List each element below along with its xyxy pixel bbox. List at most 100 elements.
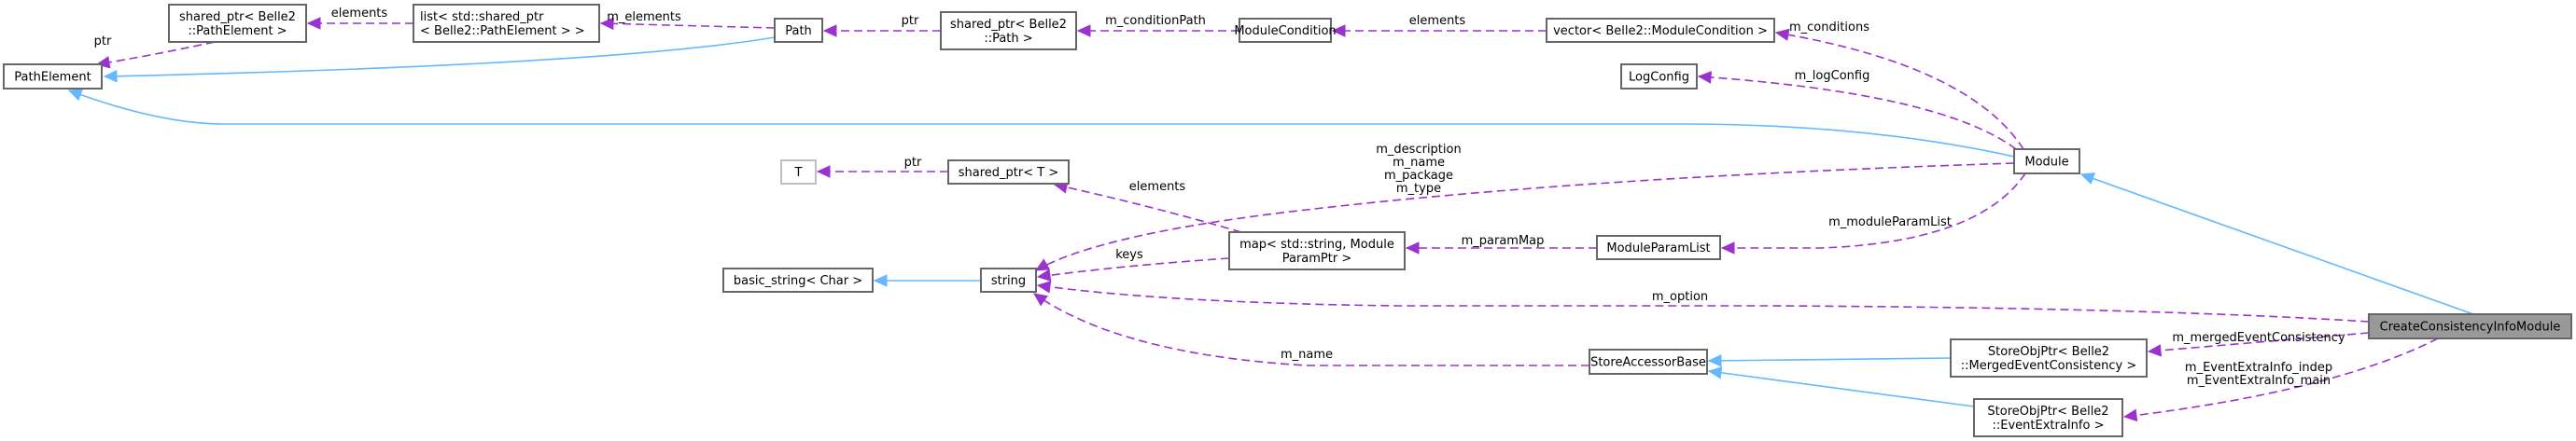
- member-line: [600, 22, 776, 29]
- member-line: [1033, 293, 1589, 366]
- class-node-vector-modulecondition[interactable]: vector< Belle2::ModuleCondition >: [1546, 18, 1775, 43]
- arrowhead-icon: [67, 89, 84, 102]
- edge-label-line: m_logConfig: [1795, 69, 1870, 83]
- edge-label-line: m_mergedEventConsistency: [2172, 331, 2345, 345]
- edge-createconsistency-to-module: [2079, 172, 2474, 315]
- class-node-basic-string[interactable]: basic_string< Char >: [722, 268, 874, 293]
- node-label: T: [794, 166, 803, 180]
- class-node-storeobjptr-merged[interactable]: StoreObjPtr< Belle2::MergedEventConsiste…: [1950, 338, 2148, 378]
- edge-label: elements: [331, 7, 388, 21]
- edge-list_pathelement-to-sp_pathelement: [306, 17, 413, 30]
- arrowhead-icon: [816, 165, 831, 178]
- class-node-t[interactable]: T: [780, 159, 817, 185]
- node-label: Path: [785, 24, 812, 38]
- class-node-storeobjptr-extra[interactable]: StoreObjPtr< Belle2::EventExtraInfo >: [1973, 398, 2123, 437]
- edge-moduleparamlist-to-map_param: [1405, 241, 1597, 255]
- node-label: ::MergedEventConsistency >: [1961, 359, 2136, 373]
- class-node-storeaccessorbase[interactable]: StoreAccessorBase: [1589, 349, 1708, 375]
- class-node-sp-pathelement[interactable]: shared_ptr< Belle2::PathElement >: [168, 4, 307, 43]
- class-node-string[interactable]: string: [980, 268, 1037, 293]
- edge-module-to-pathelement: [67, 89, 2015, 158]
- node-label: < Belle2::PathElement > >: [420, 24, 585, 38]
- arrowhead-icon: [1720, 241, 1735, 255]
- edge-sp_pathelement-to-pathelement: [95, 41, 216, 69]
- node-box: [1973, 398, 2123, 437]
- class-node-sp-t[interactable]: shared_ptr< T >: [947, 159, 1070, 185]
- edge-label: m_conditions: [1789, 21, 1869, 34]
- class-node-list-pathelement[interactable]: list< std::shared_ptr< Belle2::PathEleme…: [413, 4, 600, 43]
- member-line: [1722, 172, 2026, 249]
- arrowhead-icon: [2079, 172, 2095, 185]
- edge-label: elements: [1129, 180, 1186, 194]
- node-box: [774, 18, 823, 43]
- node-label: shared_ptr< T >: [959, 166, 1058, 180]
- inheritance-line: [1708, 357, 1952, 362]
- edge-string-to-basic_string: [873, 274, 981, 287]
- member-line: [2148, 332, 2370, 352]
- class-node-createconsistency[interactable]: CreateConsistencyInfoModule: [2368, 313, 2572, 339]
- node-box: [2013, 148, 2080, 174]
- edge-label: m_logConfig: [1795, 69, 1870, 83]
- arrowhead-icon: [103, 69, 118, 83]
- edge-module-to-moduleparamlist: [1720, 172, 2026, 255]
- inheritance-line: [1708, 370, 1975, 407]
- node-box: [1950, 338, 2148, 378]
- edge-label: m_name: [1281, 348, 1333, 362]
- node-box: [1589, 349, 1708, 375]
- node-label: shared_ptr< Belle2: [950, 18, 1067, 32]
- edge-label: m_elements: [607, 10, 681, 24]
- inheritance-line: [68, 90, 2015, 158]
- class-node-pathelement[interactable]: PathElement: [3, 63, 103, 90]
- edge-label-line: elements: [1409, 14, 1466, 28]
- edge-module-to-logconfig: [1697, 71, 2017, 150]
- node-box: [1546, 18, 1775, 43]
- class-node-modulecondition[interactable]: ModuleCondition: [1234, 18, 1337, 43]
- edge-label-line: m_name: [1281, 348, 1333, 362]
- edge-module-to-vector_modulecondition: [1774, 28, 2024, 150]
- node-box: [168, 4, 307, 43]
- node-box: [947, 159, 1070, 185]
- node-label: ModuleParamList: [1606, 241, 1710, 255]
- node-label: basic_string< Char >: [734, 274, 862, 288]
- class-node-sp-path[interactable]: shared_ptr< Belle2::Path >: [940, 11, 1077, 50]
- edge-storeobjptr_merged-to-storeaccessorbase: [1707, 354, 1952, 367]
- arrowhead-icon: [822, 24, 837, 37]
- node-label: ::PathElement >: [188, 24, 287, 38]
- arrowhead-icon: [1033, 293, 1048, 307]
- edge-label-line: m_option: [1652, 290, 1708, 304]
- edge-label-line: m_package: [1384, 169, 1453, 183]
- edge-label-line: ptr: [94, 34, 112, 48]
- edge-label-line: elements: [331, 7, 388, 21]
- class-node-logconfig[interactable]: LogConfig: [1620, 63, 1698, 90]
- member-line: [2123, 338, 2439, 418]
- edge-label-line: m_conditionPath: [1105, 14, 1206, 28]
- edge-storeobjptr_extra-to-storeaccessorbase: [1707, 366, 1975, 407]
- class-node-moduleparamlist[interactable]: ModuleParamList: [1596, 235, 1721, 260]
- node-label: LogConfig: [1629, 71, 1689, 85]
- node-box: [780, 159, 817, 185]
- node-box: [1228, 231, 1406, 270]
- node-box: [940, 11, 1077, 50]
- class-node-module[interactable]: Module: [2013, 148, 2080, 174]
- member-line: [1775, 32, 2024, 150]
- arrowhead-icon: [1697, 71, 1712, 84]
- edge-label-line: m_name: [1393, 156, 1445, 170]
- class-node-path[interactable]: Path: [774, 18, 823, 43]
- edge-path-to-pathelement: [103, 36, 776, 83]
- edge-label: m_conditionPath: [1105, 14, 1206, 28]
- edge-label-line: m_description: [1376, 143, 1461, 157]
- node-box: [1596, 235, 1721, 260]
- node-label: shared_ptr< Belle2: [179, 10, 296, 24]
- edge-label: ptr: [94, 34, 112, 48]
- node-box: [1239, 18, 1332, 43]
- edge-label-line: m_elements: [607, 10, 681, 24]
- node-label: ParamPtr >: [1282, 252, 1352, 266]
- node-label: string: [991, 274, 1026, 288]
- node-box: [3, 63, 103, 90]
- member-line: [1037, 284, 2370, 323]
- edge-module-to-string: [1034, 162, 2015, 271]
- node-label: map< std::string, Module: [1239, 238, 1394, 252]
- edge-label-line: m_EventExtraInfo_main: [2187, 374, 2331, 388]
